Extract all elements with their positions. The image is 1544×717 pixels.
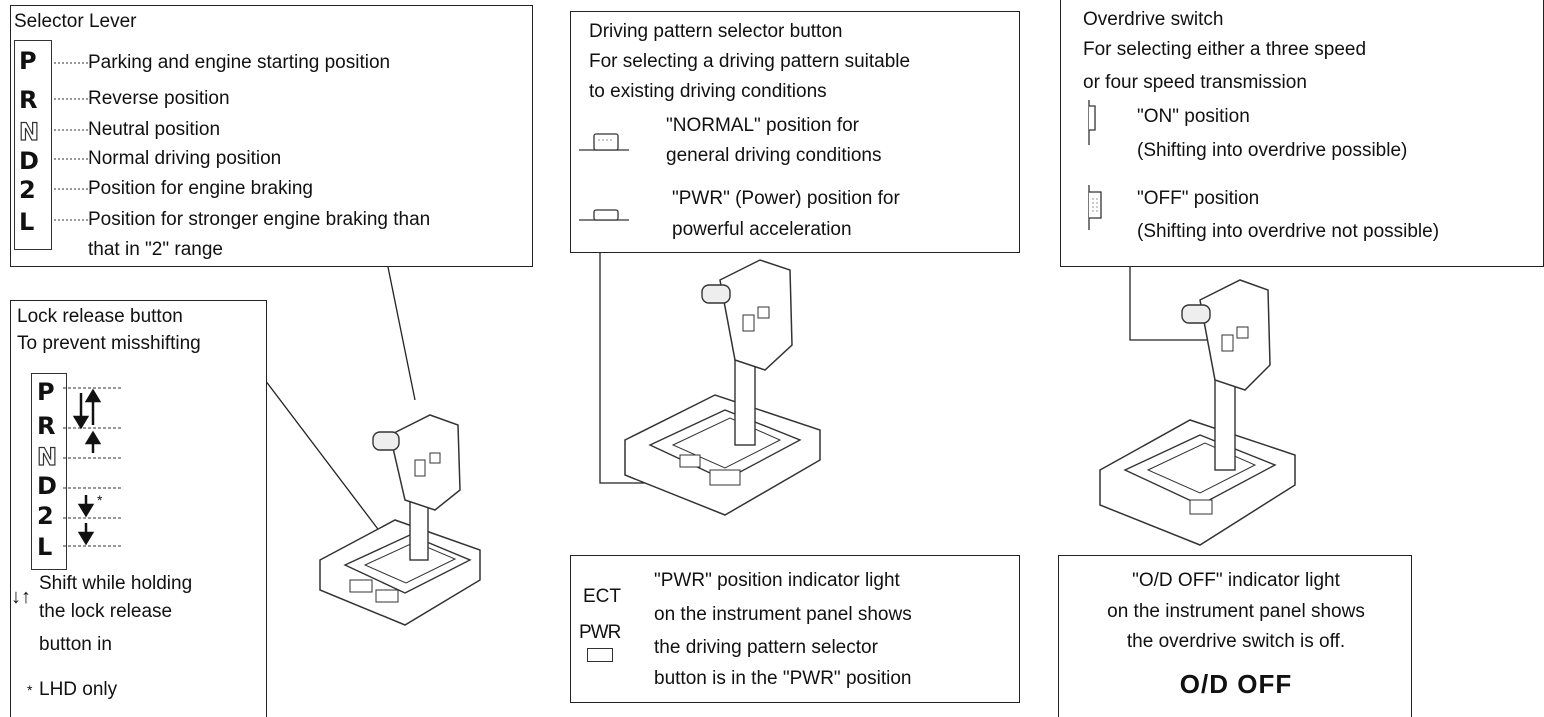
pwr-indicator-lamp	[587, 648, 613, 662]
gear-r: R	[19, 86, 38, 114]
gear-leader-dashes	[54, 62, 88, 221]
lock-release-subtitle: To prevent misshifting	[17, 333, 201, 354]
overdrive-switch-box: Overdrive switch For selecting either a …	[1060, 0, 1544, 267]
od-off-line-1: "OFF" position	[1137, 188, 1260, 209]
pattern-selector-box: Driving pattern selector button For sele…	[570, 11, 1020, 253]
gear-n: N	[18, 118, 40, 146]
pwr-indicator-box: ECT PWR "PWR" position indicator light o…	[570, 555, 1020, 703]
ect-label: ECT	[583, 586, 621, 607]
gear-strip	[14, 40, 52, 250]
od-off-display: O/D OFF	[1179, 669, 1293, 699]
pos-desc-l-cont: that in "2" range	[88, 239, 223, 260]
pwr-button-icon	[579, 209, 629, 221]
gear-2: 2	[19, 176, 36, 204]
lock-release-title: Lock release button	[17, 306, 183, 327]
lock-gear-l: L	[37, 533, 53, 561]
od-ind-line-2: on the instrument panel shows	[1107, 601, 1365, 622]
pos-desc-2: Position for engine braking	[88, 178, 313, 199]
lhd-note: LHD only	[39, 679, 118, 700]
od-ind-line-1: "O/D OFF" indicator light	[1132, 570, 1340, 591]
od-line-2: For selecting either a three speed	[1083, 39, 1367, 60]
lock-arrow-marks	[72, 388, 102, 546]
lhd-star-mark: *	[97, 492, 103, 508]
normal-line-1: "NORMAL" position for	[666, 115, 859, 136]
shifter-illustration-3	[1099, 279, 1296, 546]
od-switch-icons	[1088, 100, 1102, 230]
od-off-line-2: (Shifting into overdrive not possible)	[1137, 221, 1440, 242]
legend-line-1: Shift while holding	[39, 573, 193, 594]
pattern-line-2: For selecting a driving pattern suitable	[589, 51, 911, 72]
selector-lever-title: Selector Lever	[14, 11, 137, 32]
normal-button-icon	[579, 133, 629, 151]
pos-desc-d: Normal driving position	[88, 148, 282, 169]
legend-line-3: button in	[39, 634, 112, 655]
od-indicator-box: "O/D OFF" indicator light on the instrum…	[1058, 555, 1412, 717]
lock-gear-d: D	[37, 472, 57, 500]
od-off-icon	[1088, 185, 1102, 230]
pattern-line-1: Driving pattern selector button	[589, 21, 843, 42]
normal-line-2: general driving conditions	[666, 145, 882, 166]
lock-gear-n: N	[36, 443, 58, 471]
pos-desc-n: Neutral position	[88, 119, 221, 140]
od-on-line-2: (Shifting into overdrive possible)	[1137, 140, 1408, 161]
od-line-3: or four speed transmission	[1083, 72, 1307, 93]
od-on-icon	[1088, 100, 1096, 145]
pwr-ind-line-1: "PWR" position indicator light	[654, 570, 900, 591]
gear-d: D	[19, 147, 39, 175]
lock-gear-r: R	[37, 412, 56, 440]
legend-line-2: the lock release	[39, 601, 173, 622]
od-on-line-1: "ON" position	[1137, 106, 1250, 127]
pos-desc-l: Position for stronger engine braking tha…	[88, 209, 431, 230]
leader-overdrive-switch	[1129, 267, 1225, 341]
pattern-line-3: to existing driving conditions	[589, 81, 827, 102]
pos-desc-p: Parking and engine starting position	[88, 52, 391, 73]
pwr-ind-line-4: button is in the "PWR" position	[654, 668, 912, 689]
lock-arrows-artwork	[63, 387, 123, 547]
shifter-illustration-2	[624, 259, 821, 516]
lock-gear-p: P	[37, 378, 55, 406]
lock-gear-strip	[31, 373, 67, 570]
gear-p: P	[19, 47, 37, 75]
leader-selector-lever	[387, 266, 416, 401]
selector-lever-box: Selector Lever P R N D 2 L Parking and e…	[10, 5, 533, 267]
od-line-1: Overdrive switch	[1083, 9, 1224, 30]
leader-lock-release	[264, 379, 391, 546]
pattern-button-icons	[579, 133, 629, 221]
legend-arrows: ↓↑	[11, 586, 31, 608]
pos-desc-r: Reverse position	[88, 88, 230, 109]
lock-gear-2: 2	[37, 502, 54, 530]
pwr-ind-line-2: on the instrument panel shows	[654, 604, 912, 625]
pwr-label: PWR	[579, 622, 621, 643]
gear-l: L	[19, 208, 35, 236]
pwr-line-1: "PWR" (Power) position for	[672, 188, 900, 209]
lhd-star: *	[27, 682, 33, 698]
lock-release-box: Lock release button To prevent misshifti…	[10, 300, 267, 717]
od-ind-line-3: the overdrive switch is off.	[1126, 631, 1346, 652]
shifter-illustration-1	[319, 414, 481, 626]
pwr-line-2: powerful acceleration	[672, 219, 852, 240]
pwr-ind-line-3: the driving pattern selector	[654, 637, 878, 658]
